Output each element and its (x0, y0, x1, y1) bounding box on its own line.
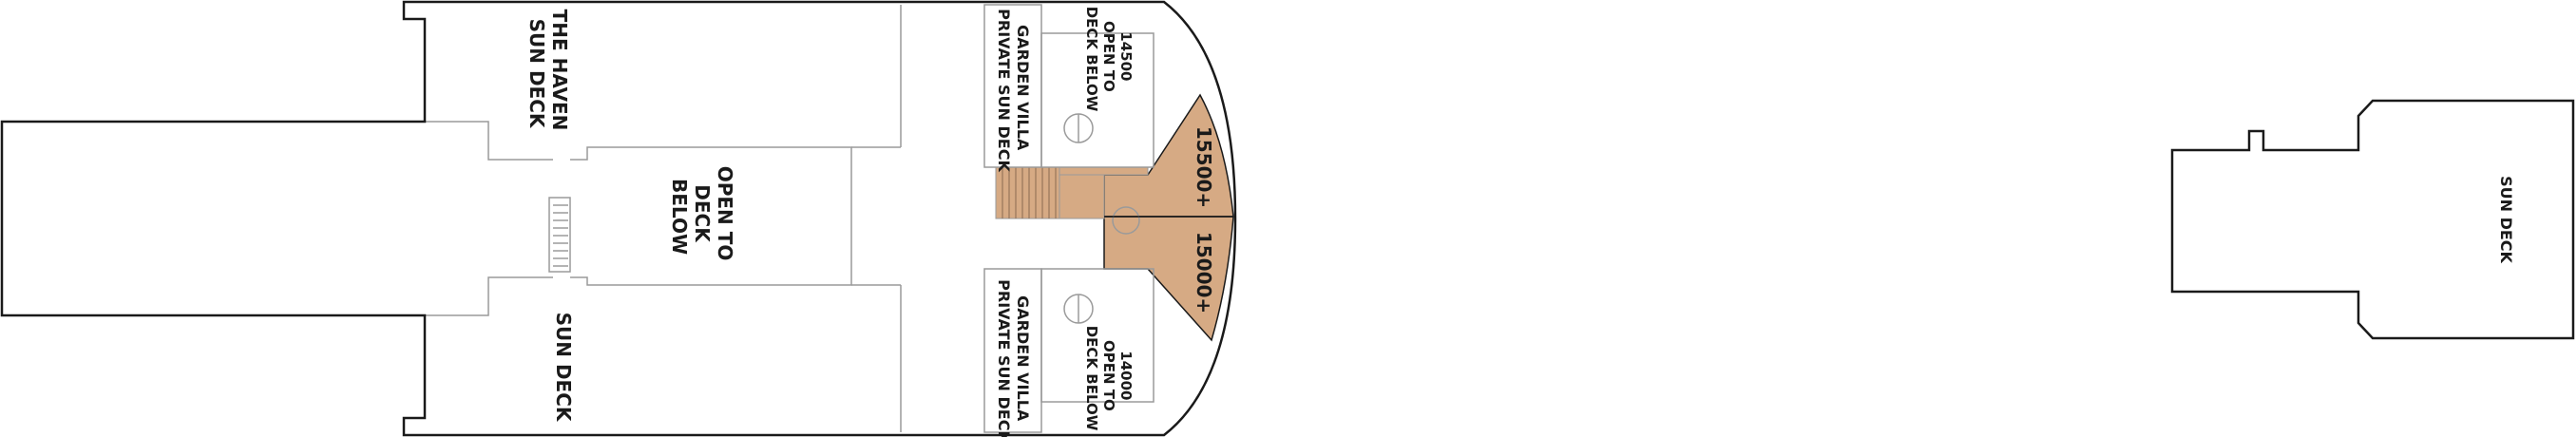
suite-15000-area[interactable] (1103, 216, 1234, 342)
forward-stairs-treads (1002, 167, 1057, 218)
label-suite-15500[interactable]: 15500+ (1193, 126, 1216, 208)
interior-walls (425, 4, 1154, 433)
label-suite-15000[interactable]: 15000+ (1193, 232, 1216, 314)
label-aft-sun-deck: SUN DECK (2498, 176, 2516, 263)
label-garden-villa-upper: GARDEN VILLA PRIVATE SUN DECK (996, 9, 1033, 172)
corridor-upper (1059, 166, 1149, 176)
ship-outline-forward (0, 0, 1237, 437)
label-sun-deck-lower: SUN DECK (553, 313, 576, 423)
label-garden-villa-lower: GARDEN VILLA PRIVATE SUN DECK (996, 279, 1033, 437)
label-open-to-deck-below: OPEN TO DECK BELOW (669, 166, 737, 268)
ship-outline-aft (2170, 99, 2575, 340)
label-haven-sun-deck: THE HAVEN SUN DECK (526, 10, 572, 138)
label-cabin-14500: 14500 OPEN TO DECK BELOW (1084, 7, 1135, 112)
label-cabin-14000: 14000 OPEN TO DECK BELOW (1084, 326, 1135, 431)
forward-stairs (995, 166, 1060, 219)
corridor-lower (1059, 174, 1105, 219)
